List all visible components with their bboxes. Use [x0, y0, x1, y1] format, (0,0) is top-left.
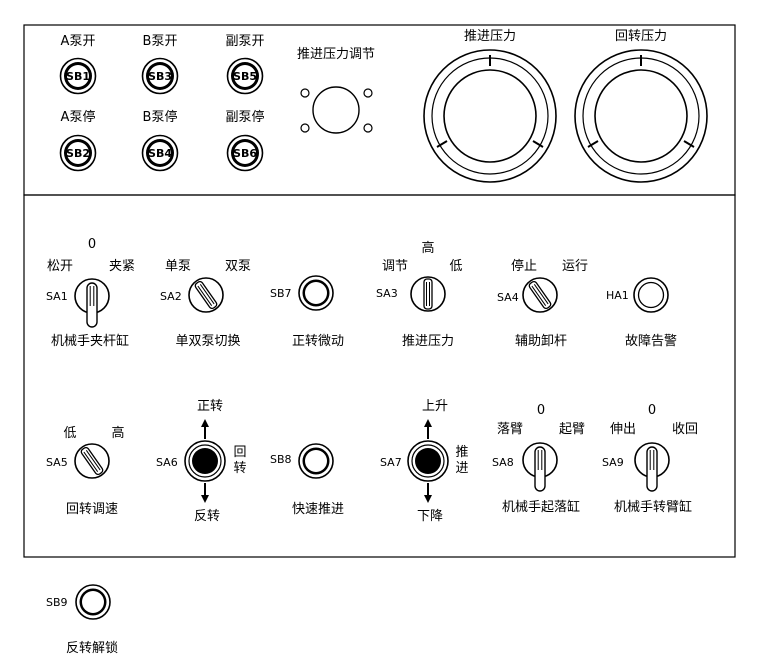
ha1-code: HA1: [606, 289, 629, 302]
pressure-adjust-label: 推进压力调节: [297, 47, 375, 62]
sb9-button[interactable]: [75, 584, 111, 620]
sa3-right-label: 低: [449, 259, 462, 274]
middle-panel: [23, 194, 736, 558]
sb7-code: SB7: [270, 287, 292, 300]
sb2-button[interactable]: SB2: [59, 134, 97, 172]
sa2-code: SA2: [160, 290, 182, 303]
sa9-caption: 机械手转臂缸: [614, 499, 692, 515]
aux-pump-start-label: 副泵开: [225, 34, 264, 49]
b-pump-stop-label: B泵停: [143, 109, 178, 125]
sa5-caption: 回转调速: [66, 502, 118, 517]
sa5-code: SA5: [46, 456, 68, 469]
sb4-button[interactable]: SB4: [141, 134, 179, 172]
sb7-button[interactable]: [298, 275, 334, 311]
sb7-caption: 正转微动: [292, 334, 344, 349]
b-pump-start-label: B泵开: [143, 34, 178, 49]
sb6-code: SB6: [233, 147, 257, 160]
sa8-caption: 机械手起落缸: [502, 499, 580, 515]
sa3-caption: 推进压力: [402, 334, 454, 349]
sb1-code: SB1: [66, 70, 90, 83]
sa2-right-label: 双泵: [225, 259, 251, 274]
sa9-zero-label: 0: [648, 403, 656, 418]
sa3-top-label: 高: [421, 240, 434, 256]
thrust-pressure-gauge-label: 推进压力: [464, 29, 516, 44]
sa8-code: SA8: [492, 456, 514, 469]
sa8-left-label: 落臂: [497, 422, 523, 437]
ha1-alarm-lamp: [633, 277, 669, 313]
sa6-joystick-switch[interactable]: [184, 419, 226, 503]
sa9-code: SA9: [602, 456, 624, 469]
aux-pump-stop-label: 副泵停: [225, 109, 264, 125]
sa5-right-label: 高: [111, 425, 124, 441]
sb8-code: SB8: [270, 453, 292, 466]
sa7-bottom-label: 下降: [417, 509, 443, 524]
sa8-zero-label: 0: [537, 403, 545, 418]
pressure-adjust-valve[interactable]: [300, 86, 373, 134]
sa6-side-label-1: 回: [233, 445, 246, 460]
sb5-button[interactable]: SB5: [226, 57, 264, 95]
sb8-button[interactable]: [298, 443, 334, 479]
sa1-selector-switch[interactable]: [74, 278, 110, 328]
sa8-right-label: 起臂: [559, 422, 585, 437]
thrust-pressure-gauge: [423, 49, 557, 183]
a-pump-stop-label: A泵停: [61, 109, 96, 125]
sa1-caption: 机械手夹杆缸: [51, 333, 129, 349]
sb2-code: SB2: [66, 147, 90, 160]
sa4-caption: 辅助卸杆: [515, 333, 567, 349]
sa6-code: SA6: [156, 456, 178, 469]
sa3-left-label: 调节: [382, 259, 408, 274]
sb6-button[interactable]: SB6: [226, 134, 264, 172]
sa2-selector-switch[interactable]: [188, 277, 224, 313]
sa7-top-label: 上升: [422, 399, 448, 414]
sa9-right-label: 收回: [672, 422, 698, 437]
sa1-code: SA1: [46, 290, 68, 303]
sb4-code: SB4: [148, 147, 172, 160]
sa4-code: SA4: [497, 291, 519, 304]
sb8-caption: 快速推进: [292, 502, 344, 517]
sa6-bottom-label: 反转: [194, 509, 220, 524]
sb3-code: SB3: [148, 70, 172, 83]
sa7-side-label-1: 推: [455, 445, 468, 460]
sb1-button[interactable]: SB1: [59, 57, 97, 95]
sa4-right-label: 运行: [562, 259, 588, 274]
sb3-button[interactable]: SB3: [141, 57, 179, 95]
sa3-selector-switch[interactable]: [410, 276, 446, 312]
sa3-code: SA3: [376, 287, 398, 300]
sa1-left-label: 松开: [47, 259, 73, 274]
rotary-pressure-gauge-label: 回转压力: [615, 29, 667, 44]
sa9-left-label: 伸出: [610, 422, 636, 437]
sa1-zero-label: 0: [88, 237, 96, 252]
sa4-left-label: 停止: [511, 258, 537, 274]
sa7-code: SA7: [380, 456, 402, 469]
rotary-pressure-gauge: [574, 49, 708, 183]
ha1-caption: 故障告警: [625, 333, 677, 349]
sa6-side-label-2: 转: [233, 461, 246, 476]
sb5-code: SB5: [233, 70, 257, 83]
sa9-selector-switch[interactable]: [634, 442, 670, 492]
sa2-caption: 单双泵切换: [175, 334, 240, 349]
a-pump-start-label: A泵开: [61, 34, 96, 49]
sa2-left-label: 单泵: [165, 259, 191, 274]
sb9-code: SB9: [46, 596, 68, 609]
sa1-right-label: 夹紧: [109, 259, 135, 274]
sa6-top-label: 正转: [197, 399, 223, 414]
sb9-caption: 反转解锁: [66, 640, 118, 656]
sa4-selector-switch[interactable]: [522, 277, 558, 313]
sa7-joystick-switch[interactable]: [407, 419, 449, 503]
sa8-selector-switch[interactable]: [522, 442, 558, 492]
sa5-left-label: 低: [63, 426, 76, 441]
sa7-side-label-2: 进: [455, 461, 468, 476]
sa5-selector-switch[interactable]: [74, 443, 110, 479]
